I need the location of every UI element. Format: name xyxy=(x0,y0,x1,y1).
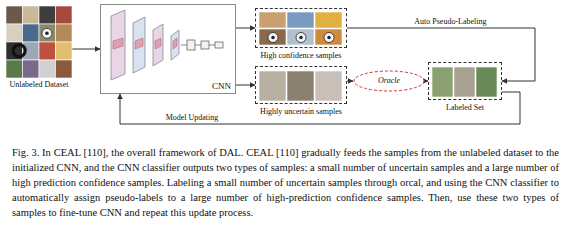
image-tile xyxy=(259,71,286,101)
edge-label: Model Updating xyxy=(164,113,221,123)
image-tile xyxy=(6,24,23,42)
kernel xyxy=(155,38,161,49)
ball-icon xyxy=(42,28,52,38)
oracle-outline xyxy=(354,71,424,91)
sample-box: High confidence samples xyxy=(255,8,347,48)
edge-label: Auto Pseudo-Labeling xyxy=(412,17,488,27)
image-tile xyxy=(23,60,40,78)
fc-layer xyxy=(215,42,223,48)
ball-icon xyxy=(268,33,278,43)
image-tile xyxy=(287,29,314,45)
image-tile xyxy=(23,6,40,24)
image-tile xyxy=(39,6,56,24)
image-tile xyxy=(39,24,56,42)
image-tile xyxy=(39,60,56,78)
image-tile xyxy=(56,6,73,24)
conv-layer xyxy=(171,30,179,60)
image-tile xyxy=(39,42,56,60)
image-tile xyxy=(56,42,73,60)
sample-box: Highly uncertain samples xyxy=(255,66,347,104)
illustration xyxy=(6,6,72,78)
illustration xyxy=(256,9,348,49)
connector-arrow xyxy=(236,85,255,86)
node-label: CNN xyxy=(212,81,231,91)
ball-icon xyxy=(324,33,334,43)
image-tile xyxy=(6,60,23,78)
ball-patch xyxy=(45,32,49,36)
image-tile xyxy=(56,60,73,78)
layer-link xyxy=(209,45,215,46)
node-label: Oracle xyxy=(353,70,425,92)
conv-layer xyxy=(111,10,125,80)
node-label: Unlabeled Dataset xyxy=(10,80,69,90)
image-tile xyxy=(287,12,314,28)
connector-arrow xyxy=(236,28,255,29)
kernel xyxy=(173,38,177,49)
kernel xyxy=(135,38,143,49)
image-tile xyxy=(23,24,40,42)
image-tile xyxy=(476,67,497,97)
tire-icon xyxy=(13,45,25,57)
connector-arrow xyxy=(347,81,353,82)
oracle-ellipse: Oracle xyxy=(353,70,425,92)
node-label: High confidence samples xyxy=(261,51,342,61)
layer-link xyxy=(195,45,201,46)
image-tile xyxy=(6,6,23,24)
image-tile xyxy=(56,24,73,42)
connector-arrow xyxy=(72,49,100,50)
kernel xyxy=(113,38,123,49)
ball-patch xyxy=(271,36,275,40)
illustration xyxy=(429,63,503,101)
dataset-figure: Unlabeled Dataset xyxy=(6,6,72,78)
figure-caption: Fig. 3. In CEAL [110], the overall frame… xyxy=(12,145,559,220)
image-tile xyxy=(287,71,314,101)
image-tile xyxy=(315,71,342,101)
image-tile xyxy=(259,29,286,45)
image-tile xyxy=(259,12,286,28)
image-tile xyxy=(315,12,342,28)
layer-link xyxy=(181,45,187,46)
node-label: Labeled Set xyxy=(446,103,484,113)
ball-patch xyxy=(299,36,303,40)
sample-box: Labeled Set xyxy=(428,62,502,100)
ball-patch xyxy=(327,36,331,40)
illustration xyxy=(256,67,348,105)
fc-layer xyxy=(201,41,209,49)
conv-layer xyxy=(153,24,163,66)
conv-layer xyxy=(133,17,145,73)
fc-layer xyxy=(187,40,195,50)
sample-box: CNN xyxy=(100,4,236,94)
image-tile xyxy=(432,67,453,97)
image-tile xyxy=(315,29,342,45)
node-label: Highly uncertain samples xyxy=(260,107,342,117)
image-tile xyxy=(454,67,475,97)
ball-icon xyxy=(296,33,306,43)
